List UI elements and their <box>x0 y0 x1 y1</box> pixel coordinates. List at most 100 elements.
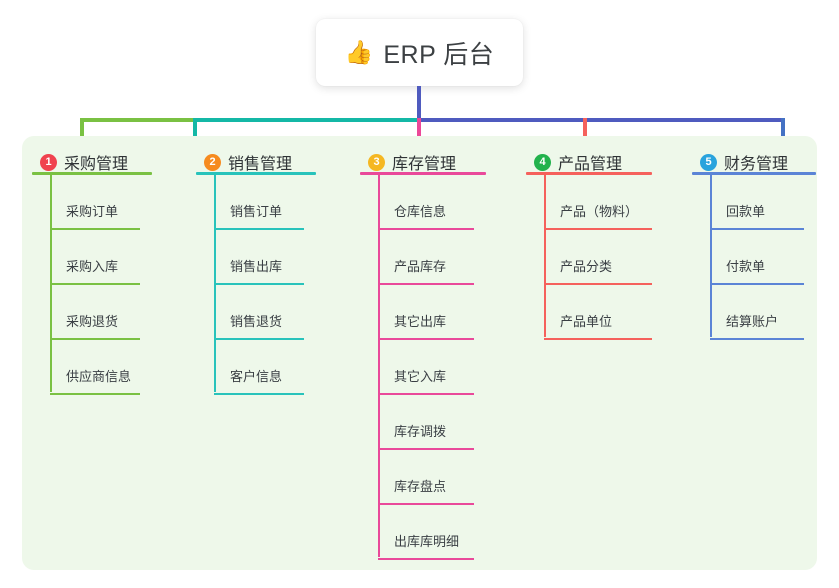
branch-item[interactable]: 产品（物料） <box>544 175 672 230</box>
branch-header-3[interactable]: 3 库存管理 <box>350 150 516 174</box>
branch-item[interactable]: 库存盘点 <box>378 450 494 505</box>
branch-item[interactable]: 销售订单 <box>214 175 324 230</box>
branch-item-label: 其它入库 <box>394 369 447 384</box>
branch-item[interactable]: 采购退货 <box>50 285 160 340</box>
branch-item[interactable]: 销售出库 <box>214 230 324 285</box>
branch-item-label: 销售出库 <box>230 259 283 274</box>
connector-drop-inventory <box>417 118 421 144</box>
branch-item[interactable]: 库存调拨 <box>378 395 494 450</box>
branch-title-4: 产品管理 <box>558 156 623 173</box>
branch-item-label: 客户信息 <box>230 369 283 384</box>
branch-spine-3 <box>378 172 380 557</box>
branch-item[interactable]: 产品库存 <box>378 230 494 285</box>
branch-title-3: 库存管理 <box>392 156 457 173</box>
branch-badge-4: 4 <box>534 153 551 171</box>
branch-item-rule <box>50 283 140 285</box>
branch-spine-4 <box>544 172 546 337</box>
branch-item-rule <box>214 228 304 230</box>
branch-badge-2: 2 <box>204 153 221 171</box>
branch-header-4[interactable]: 4 产品管理 <box>516 150 682 174</box>
branch-item-label: 采购退货 <box>66 314 119 329</box>
branch-item-rule <box>50 228 140 230</box>
branch-item[interactable]: 回款单 <box>710 175 824 230</box>
branch-item[interactable]: 采购订单 <box>50 175 160 230</box>
branch-item-label: 结算账户 <box>726 314 779 329</box>
branch-title-1: 采购管理 <box>64 156 129 173</box>
branch-item[interactable]: 付款单 <box>710 230 824 285</box>
connector-bar-segment-2 <box>193 118 419 122</box>
branch-item-label: 库存盘点 <box>394 479 447 494</box>
connector-drop-product <box>583 118 587 144</box>
branch-badge-3: 3 <box>368 153 385 171</box>
branch-item-label: 产品分类 <box>560 259 613 274</box>
branch-header-rule-3 <box>360 172 486 175</box>
branch-item[interactable]: 结算账户 <box>710 285 824 340</box>
branch-item-rule <box>710 228 804 230</box>
branch-title-2: 销售管理 <box>228 156 293 173</box>
branch-item-rule <box>378 503 474 505</box>
branch-item-rule <box>378 448 474 450</box>
branch-item-rule <box>544 228 652 230</box>
branch-item-label: 其它出库 <box>394 314 447 329</box>
root-node-card[interactable]: 👍 ERP 后台 <box>316 19 523 86</box>
branch-item[interactable]: 仓库信息 <box>378 175 494 230</box>
branch-item[interactable]: 供应商信息 <box>50 340 160 395</box>
branch-item-rule <box>378 283 474 285</box>
branch-item[interactable]: 其它入库 <box>378 340 494 395</box>
connector-bar-segment-3 <box>417 118 785 122</box>
branch-item-label: 回款单 <box>726 204 766 219</box>
branch-item-label: 库存调拨 <box>394 424 447 439</box>
branch-item-rule <box>378 228 474 230</box>
branch-item-label: 产品单位 <box>560 314 613 329</box>
branch-item-rule <box>214 393 304 395</box>
branch-item-label: 销售退货 <box>230 314 283 329</box>
branch-item[interactable]: 其它出库 <box>378 285 494 340</box>
branch-item-rule <box>50 338 140 340</box>
branch-column-4: 4 产品管理产品（物料） 产品分类产品单位 <box>516 136 682 340</box>
branch-item[interactable]: 客户信息 <box>214 340 324 395</box>
branch-header-rule-4 <box>526 172 652 175</box>
branch-header-rule-5 <box>692 172 816 175</box>
connector-drop-finance <box>781 118 785 144</box>
branch-column-3: 3 库存管理仓库信息产品库存其它出库其它入库库存调拨库存盘点出库库明细 <box>350 136 516 560</box>
branch-header-rule-2 <box>196 172 316 175</box>
branch-badge-1: 1 <box>40 153 57 171</box>
branch-item-rule <box>544 283 652 285</box>
branch-spine-5 <box>710 172 712 337</box>
branch-item[interactable]: 采购入库 <box>50 230 160 285</box>
branch-item-rule <box>214 283 304 285</box>
branch-spine-2 <box>214 172 216 392</box>
branch-item-label: 产品（物料） <box>560 204 639 219</box>
branch-item-label: 采购入库 <box>66 259 119 274</box>
branch-item[interactable]: 产品单位 <box>544 285 672 340</box>
branch-item-rule <box>544 338 652 340</box>
branch-item-label: 付款单 <box>726 259 766 274</box>
branch-header-1[interactable]: 1 采购管理 <box>22 150 182 174</box>
branch-item-label: 仓库信息 <box>394 204 447 219</box>
branch-item[interactable]: 产品分类 <box>544 230 672 285</box>
branch-item[interactable]: 出库库明细 <box>378 505 494 560</box>
branch-item-label: 产品库存 <box>394 259 447 274</box>
branch-item-label: 销售订单 <box>230 204 283 219</box>
branches-panel: 1 采购管理采购订单采购入库采购退货供应商信息 2 销售管理销售订单销售出库销售退货客… <box>22 136 817 570</box>
branch-item-label: 供应商信息 <box>66 369 132 384</box>
branch-item-rule <box>378 393 474 395</box>
connector-trunk-vertical <box>417 86 421 122</box>
branch-item-label: 出库库明细 <box>394 534 460 549</box>
branch-spine-1 <box>50 172 52 392</box>
branch-header-2[interactable]: 2 销售管理 <box>186 150 346 174</box>
branch-column-2: 2 销售管理销售订单销售出库销售退货客户信息 <box>186 136 346 395</box>
branch-badge-5: 5 <box>700 153 717 171</box>
branch-column-1: 1 采购管理采购订单采购入库采购退货供应商信息 <box>22 136 182 395</box>
branch-header-rule-1 <box>32 172 152 175</box>
branch-item-rule <box>378 338 474 340</box>
branch-item-rule <box>710 338 804 340</box>
connector-drop-procurement <box>80 118 84 144</box>
branch-item[interactable]: 销售退货 <box>214 285 324 340</box>
branch-item-label: 采购订单 <box>66 204 119 219</box>
connector-bar-segment-1 <box>80 118 195 122</box>
thumbs-up-icon: 👍 <box>344 39 374 65</box>
